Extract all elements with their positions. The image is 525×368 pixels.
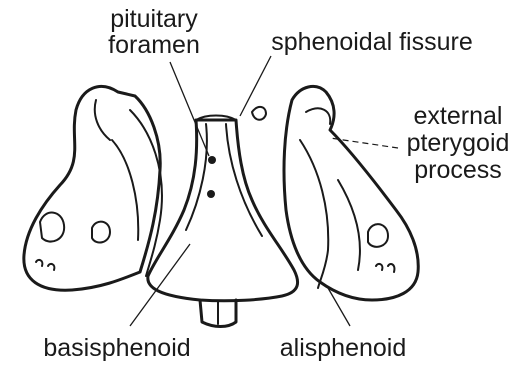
- pituitary-label-line2: foramen: [108, 31, 200, 59]
- alisphenoid-label: alisphenoid: [280, 334, 407, 362]
- pituitary-foramen-leader: [170, 62, 209, 156]
- basisphenoid-body: [148, 116, 298, 327]
- pituitary-label-line1: pituitary: [110, 5, 198, 33]
- pterygoid-label-line1: external: [414, 102, 503, 130]
- pituitary-foramen-lower-dot: [207, 190, 215, 198]
- sphenoidal-fissure-leader: [240, 56, 271, 116]
- basisphenoid-label: basisphenoid: [43, 334, 190, 362]
- pterygoid-label-line2: pterygoid: [407, 129, 510, 157]
- right-wing: [252, 86, 418, 300]
- left-wing: [24, 86, 162, 290]
- sphenoidal-fissure-label: sphenoidal fissure: [271, 28, 473, 56]
- pituitary-foramen-upper-dot: [208, 156, 216, 164]
- pterygoid-label-line3: process: [414, 156, 502, 184]
